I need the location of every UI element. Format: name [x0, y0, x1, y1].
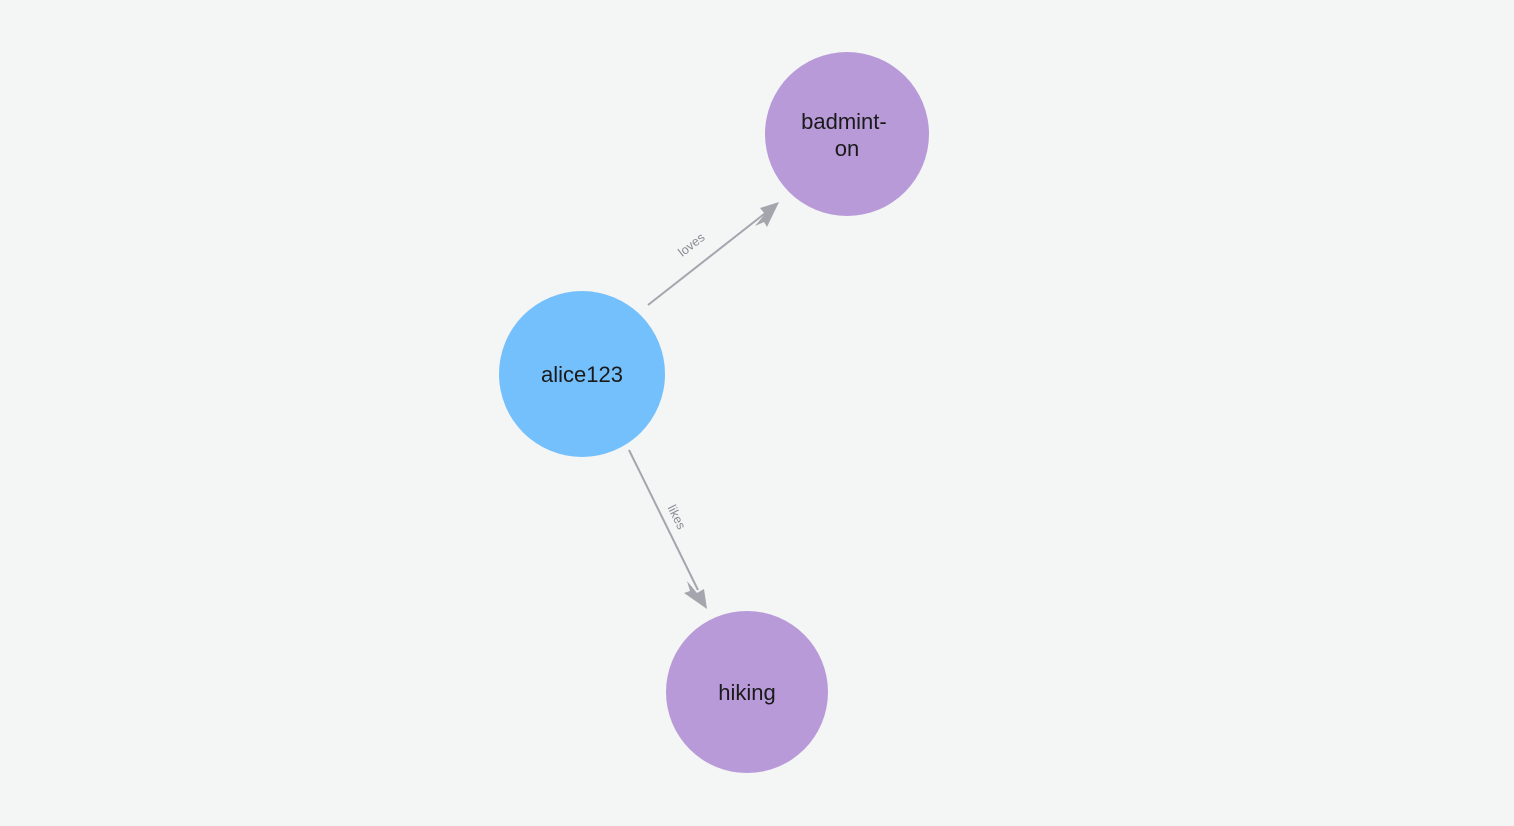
- edge-alice123-likes-hiking[interactable]: likes: [628, 449, 707, 609]
- node-label-hiking: hiking: [718, 680, 775, 705]
- node-label-line: hiking: [718, 680, 775, 705]
- node-hiking[interactable]: hiking: [666, 611, 828, 773]
- node-badminton[interactable]: badmint- on: [765, 52, 929, 216]
- node-circle-hiking[interactable]: [666, 611, 828, 773]
- node-label-badminton: badmint- on: [801, 109, 893, 161]
- node-alice123[interactable]: alice123: [499, 291, 665, 457]
- node-label-alice123: alice123: [541, 362, 623, 387]
- edge-alice123-loves-badminton[interactable]: loves: [647, 202, 779, 306]
- edge-arrowhead-likes: [684, 581, 707, 609]
- node-circle-alice123[interactable]: [499, 291, 665, 457]
- node-label-line: alice123: [541, 362, 623, 387]
- node-label-line: badmint-: [801, 109, 887, 134]
- node-circle-badminton[interactable]: [765, 52, 929, 216]
- edge-label-loves: loves: [676, 230, 708, 259]
- edge-arrowhead-loves: [755, 202, 779, 227]
- edge-line-likes[interactable]: [628, 449, 699, 591]
- node-label-line: on: [835, 136, 859, 161]
- edge-line-loves[interactable]: [647, 210, 769, 306]
- edge-label-likes: likes: [665, 503, 689, 532]
